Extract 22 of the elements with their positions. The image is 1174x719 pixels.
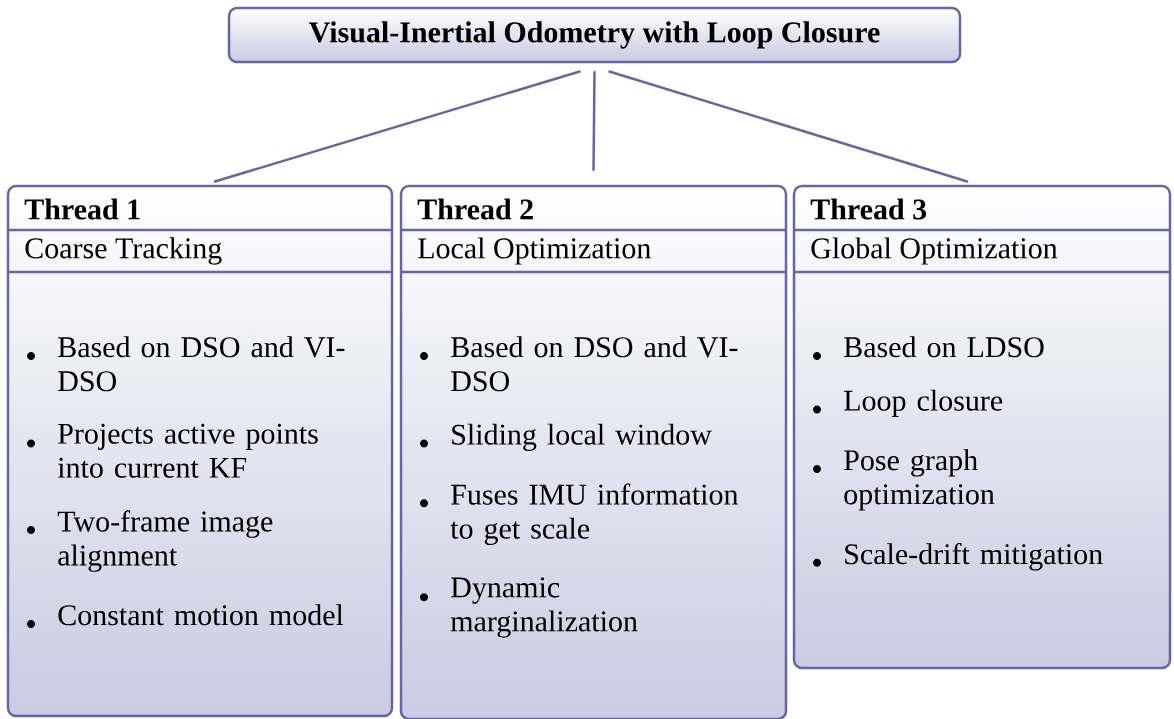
bullet-item: Scale-drift mitigation (813, 542, 1103, 571)
bullet-item: Projects active points into current KF (27, 423, 318, 478)
panel-heading: Thread 1 (24, 198, 140, 220)
title-box: Visual-Inertial Odometry with Loop Closure (227, 6, 962, 64)
connector-line (608, 70, 969, 183)
panel-subtitle: Coarse Tracking (25, 237, 222, 265)
bullet-item: Sliding local window (420, 423, 712, 451)
bullet-item: Dynamic marginalization (420, 577, 638, 638)
bullet-item: Based on DSO and VI-DSO (420, 336, 738, 392)
bullet-item: Loop closure (813, 389, 1003, 417)
bullet-item: Fuses IMU information to get scale (420, 483, 739, 545)
connector-line (592, 71, 596, 171)
bullet-item: Two-frame image alignment (27, 510, 273, 572)
bullet-item: Pose graph optimization (813, 449, 995, 511)
bullet-item: Based on DSO and VI-DSO (27, 336, 345, 392)
bullet-item: Based on LDSO (813, 336, 1044, 360)
panel-subtitle: Global Optimization (811, 237, 1058, 265)
connector-line (213, 70, 581, 183)
panel-heading: Thread 3 (810, 198, 927, 220)
panel-subtitle: Local Optimization (418, 237, 651, 265)
bullet-item: Constant motion model (27, 604, 344, 629)
panel-heading: Thread 2 (417, 198, 533, 220)
